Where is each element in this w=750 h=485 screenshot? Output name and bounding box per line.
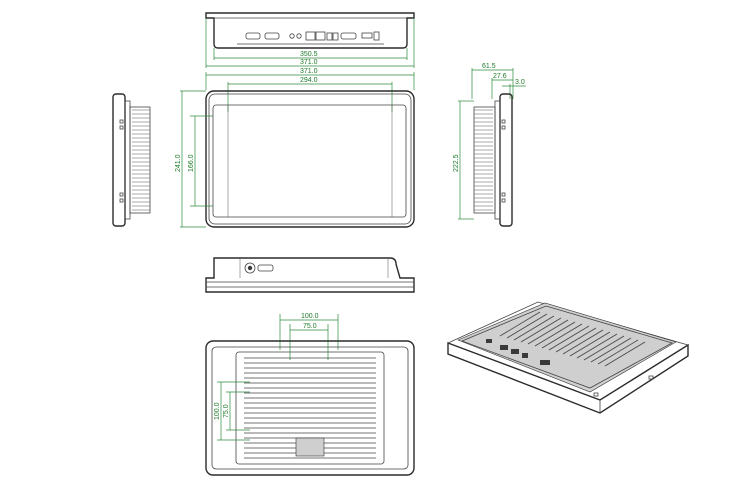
front-dim-overall-width: 371.0 (300, 68, 318, 75)
heatsink-fin (541, 323, 583, 349)
top-dim-inner-width: 350.5 (300, 51, 318, 58)
side-dim-bezel: 3.0 (515, 79, 525, 86)
top-connectors (245, 31, 380, 41)
heatsink-fin (604, 341, 646, 367)
right-heatsink-fins (474, 109, 493, 211)
rear-view: 100.0 75.0 100.0 75.0 (205, 313, 415, 476)
heatsink-fin (548, 325, 590, 351)
top-dim-outer-width: 371.0 (300, 59, 318, 66)
heatsink-fin (569, 331, 611, 357)
rear-heatsink-fins (244, 357, 376, 459)
isometric-heatsink-fins (499, 311, 646, 367)
heatsink-fin (562, 329, 604, 355)
front-dim-display-width: 294.0 (300, 77, 318, 84)
rear-dim-vesa-inner-v: 75.0 (223, 404, 230, 418)
rear-dim-vesa-outer-v: 100.0 (214, 402, 221, 420)
heatsink-fin (527, 319, 569, 345)
isometric-ports (486, 339, 550, 365)
heatsink-fin (513, 315, 555, 341)
rear-dim-vesa-inner-h: 75.0 (303, 323, 317, 330)
heatsink-fin (583, 335, 625, 361)
rear-dim-vesa-outer-h: 100.0 (301, 313, 319, 320)
heatsink-fin (555, 327, 597, 353)
front-dim-display-height: 166.0 (188, 154, 195, 172)
front-dim-overall-height: 241.0 (175, 154, 182, 172)
heatsink-fin (534, 321, 576, 347)
heatsink-fin (499, 311, 541, 337)
heatsink-fin (597, 339, 639, 365)
heatsink-fin (576, 333, 618, 359)
heatsink-fin (590, 337, 632, 363)
side-dim-depth-front: 27.6 (493, 73, 507, 80)
heatsink-fin (520, 317, 562, 343)
bottom-view (205, 257, 415, 293)
side-dim-depth: 61.5 (482, 63, 496, 70)
side-dim-height: 222.5 (453, 154, 460, 172)
front-view: 371.0 294.0 241.0 166.0 (175, 68, 415, 228)
isometric-view (447, 301, 689, 414)
left-heatsink-fins (132, 109, 150, 211)
left-side-view (112, 93, 151, 227)
right-side-view: 61.5 27.6 3.0 222.5 (453, 63, 526, 227)
heatsink-fin (506, 313, 548, 339)
top-view: 350.5 371.0 (205, 12, 415, 68)
